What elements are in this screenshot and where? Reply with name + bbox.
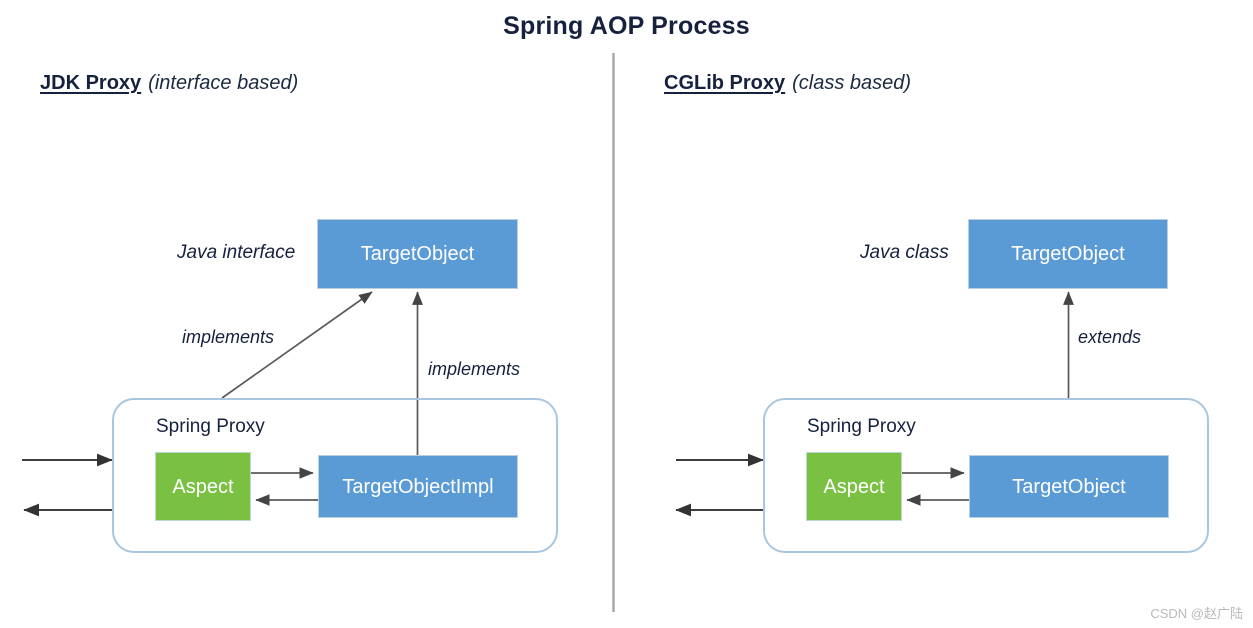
page-title: Spring AOP Process (503, 12, 750, 40)
box-target-object-inner[interactable]: TargetObject (969, 455, 1169, 518)
section-header-cglib-proxy-subtitle: (class based) (792, 72, 912, 94)
label-implements-vertical: implements (428, 359, 521, 379)
section-header-jdk-proxy-subtitle: (interface based) (148, 72, 299, 94)
label-implements-diagonal: implements (182, 327, 275, 347)
container-spring-proxy-cglib[interactable] (763, 398, 1209, 553)
label-java-class: Java class (860, 242, 949, 263)
label-spring-proxy-jdk: Spring Proxy (156, 416, 265, 437)
box-target-object-interface[interactable]: TargetObject (317, 219, 518, 289)
box-aspect-jdk[interactable]: Aspect (155, 452, 251, 521)
label-extends: extends (1078, 327, 1142, 347)
section-header-jdk-proxy: JDK Proxy (interface based) (40, 72, 298, 95)
container-spring-proxy-jdk[interactable] (112, 398, 558, 553)
label-spring-proxy-cglib: Spring Proxy (807, 416, 916, 437)
section-header-jdk-proxy-title: JDK Proxy (40, 72, 142, 94)
box-target-object-class[interactable]: TargetObject (968, 219, 1168, 289)
section-header-cglib-proxy: CGLib Proxy (class based) (664, 72, 911, 95)
watermark: CSDN @赵广陆 (1150, 606, 1243, 621)
label-java-interface: Java interface (177, 242, 296, 263)
box-target-object-impl[interactable]: TargetObjectImpl (318, 455, 518, 518)
box-aspect-cglib[interactable]: Aspect (806, 452, 902, 521)
section-header-cglib-proxy-title: CGLib Proxy (664, 72, 786, 94)
